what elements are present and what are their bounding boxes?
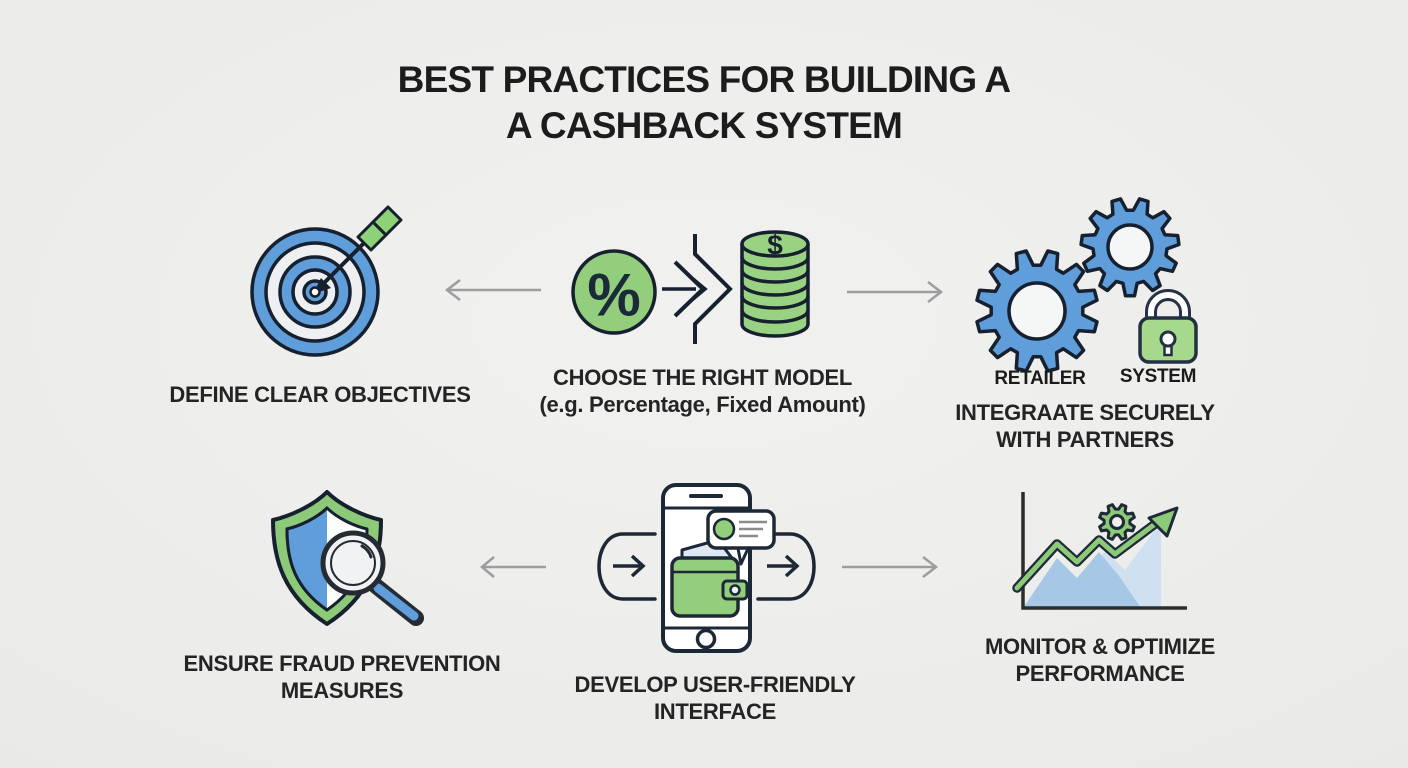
gears-lock-icon bbox=[975, 197, 1198, 373]
target-icon bbox=[250, 205, 403, 357]
performance-label-line2: PERFORMANCE bbox=[1015, 661, 1185, 686]
system-gear-label: SYSTEM bbox=[1119, 366, 1197, 387]
integration-label-line2: WITH PARTNERS bbox=[996, 427, 1174, 452]
title-line-1: BEST PRACTICES FOR BUILDING A bbox=[397, 59, 1011, 100]
integration-label: INTEGRAATE SECURELY WITH PARTNERS bbox=[935, 399, 1235, 453]
percent-circle-icon: % bbox=[571, 249, 657, 335]
percent-symbol: % bbox=[587, 262, 640, 329]
interface-label-line2: INTERFACE bbox=[654, 699, 776, 724]
phone-wallet-icon bbox=[597, 483, 816, 653]
arrow-left-icon bbox=[444, 279, 541, 301]
arrow-fletching bbox=[356, 205, 403, 252]
magnifier-icon bbox=[320, 530, 424, 626]
chat-bubble-icon bbox=[706, 509, 776, 566]
system-gear-icon bbox=[1079, 197, 1181, 298]
fraud-label-line1: ENSURE FRAUD PREVENTION bbox=[183, 651, 501, 676]
flow-chevron-icon bbox=[662, 234, 733, 344]
percent-to-coins-icon: % $ bbox=[571, 230, 810, 344]
model-label-line1: CHOOSE THE RIGHT MODEL bbox=[553, 365, 852, 390]
performance-label-line1: MONITOR & OPTIMIZE bbox=[984, 634, 1216, 659]
loop-right-icon bbox=[756, 532, 816, 601]
integration-label-line1: INTEGRAATE SECURELY bbox=[955, 400, 1215, 425]
objectives-label-text: DEFINE CLEAR OBJECTIVES bbox=[169, 382, 471, 407]
performance-label: MONITOR & OPTIMIZE PERFORMANCE bbox=[938, 633, 1262, 687]
dollar-coins-icon: $ bbox=[740, 230, 810, 338]
arrow-right-icon bbox=[847, 281, 944, 303]
trend-line-icon bbox=[1012, 506, 1179, 593]
fraud-label: ENSURE FRAUD PREVENTION MEASURES bbox=[180, 650, 504, 704]
chart-axes bbox=[1021, 492, 1187, 610]
fraud-shield-icon bbox=[271, 490, 424, 626]
arrow-left-icon bbox=[480, 556, 546, 578]
retailer-gear-icon bbox=[975, 249, 1099, 373]
interface-label: DEVELOP USER-FRIENDLY INTERFACE bbox=[553, 671, 877, 725]
retailer-gear-label: RETAILER bbox=[994, 368, 1086, 389]
arrow-right-icon bbox=[842, 556, 939, 578]
interface-label-line1: DEVELOP USER-FRIENDLY bbox=[574, 672, 856, 697]
loop-left-icon bbox=[597, 532, 657, 601]
growth-chart-icon bbox=[1012, 492, 1187, 610]
dollar-symbol: $ bbox=[767, 230, 783, 261]
model-label: CHOOSE THE RIGHT MODEL (e.g. Percentage,… bbox=[520, 364, 885, 418]
objectives-label: DEFINE CLEAR OBJECTIVES bbox=[150, 381, 490, 408]
chart-area-blue bbox=[1023, 552, 1141, 608]
fraud-label-line2: MEASURES bbox=[280, 678, 404, 703]
title-line-2: A CASHBACK SYSTEM bbox=[505, 105, 903, 146]
model-label-line2: (e.g. Percentage, Fixed Amount) bbox=[539, 392, 866, 417]
wallet-icon bbox=[670, 538, 749, 618]
target-arrow-icon bbox=[309, 205, 403, 298]
lock-icon bbox=[1138, 289, 1198, 364]
page-title: BEST PRACTICES FOR BUILDING A A CASHBACK… bbox=[0, 57, 1408, 149]
chart-gear-icon bbox=[1098, 503, 1136, 541]
